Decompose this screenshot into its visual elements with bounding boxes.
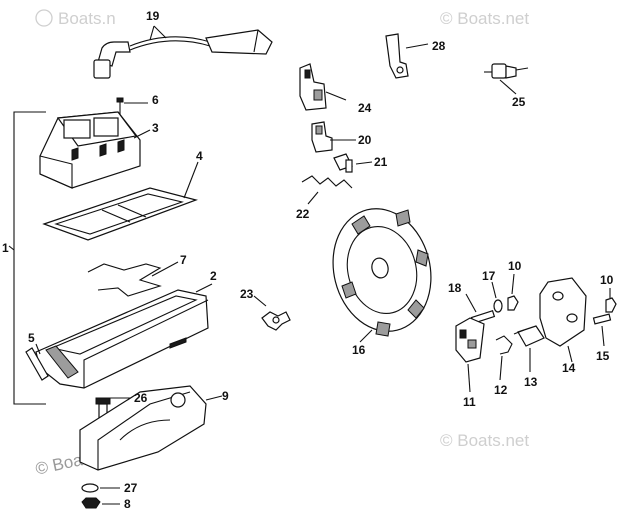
switch-11 [455, 317, 485, 393]
callout-23: 23 [240, 287, 254, 301]
sender-25 [484, 63, 529, 95]
callout-13: 13 [524, 375, 538, 389]
svg-text:Boats.n: Boats.n [58, 9, 116, 28]
callout-4: 4 [196, 149, 203, 163]
callout-8: 8 [124, 497, 131, 511]
callout-6: 6 [152, 93, 159, 107]
callout-3: 3 [152, 121, 159, 135]
callout-19: 19 [146, 9, 160, 23]
terminal-20 [311, 121, 356, 153]
spark-plug-lead [93, 25, 273, 79]
callout-26: 26 [134, 391, 148, 405]
callout-7: 7 [180, 253, 187, 267]
washer-23 [253, 295, 291, 331]
mount-bracket-9 [79, 385, 223, 471]
gasket-4 [42, 161, 199, 241]
svg-text:© Boats.net: © Boats.net [440, 431, 529, 450]
watermark-top-left: Boats.n [35, 9, 116, 28]
callout-22: 22 [296, 207, 310, 221]
callout-10a: 10 [508, 259, 522, 273]
callout-11: 11 [463, 395, 476, 409]
callout-9: 9 [222, 389, 229, 403]
nut-10b [605, 288, 617, 313]
callout-1: 1 [2, 241, 9, 255]
switch-24 [299, 63, 347, 111]
nut-10a [507, 273, 519, 311]
callout-10b: 10 [600, 273, 614, 287]
nut-8 [81, 497, 120, 509]
assembly-bracket-1 [8, 111, 46, 405]
callout-5: 5 [28, 331, 35, 345]
screw-15 [592, 313, 612, 347]
watermark-top-right: © Boats.net [440, 9, 529, 28]
tray-2 [35, 283, 213, 389]
callout-12: 12 [494, 383, 508, 397]
link-13 [513, 325, 545, 372]
washer-27 [81, 483, 120, 493]
callout-27: 27 [124, 481, 138, 495]
callout-24: 24 [358, 101, 372, 115]
callout-14: 14 [562, 361, 576, 375]
svg-text:© Boats.net: © Boats.net [440, 9, 529, 28]
screw-6 [116, 97, 148, 116]
terminal-28 [385, 33, 429, 79]
callout-28: 28 [432, 39, 446, 53]
screw-21 [333, 153, 373, 173]
callout-16: 16 [352, 343, 366, 357]
callout-21: 21 [374, 155, 388, 169]
strip-5 [25, 343, 49, 381]
bracket-14 [539, 277, 587, 363]
bracket-12 [495, 335, 513, 381]
callout-20: 20 [358, 133, 372, 147]
callout-15: 15 [596, 349, 610, 363]
ignition-module [39, 111, 151, 189]
clip-22 [301, 175, 353, 205]
callout-18: 18 [448, 281, 462, 295]
washer-17 [491, 281, 503, 313]
callout-2: 2 [210, 269, 217, 283]
clip-7 [87, 261, 179, 297]
stator-plate-16 [332, 208, 432, 343]
callout-25: 25 [512, 95, 526, 109]
watermark-bottom-right: © Boats.net [440, 431, 529, 450]
callout-17: 17 [482, 269, 496, 283]
